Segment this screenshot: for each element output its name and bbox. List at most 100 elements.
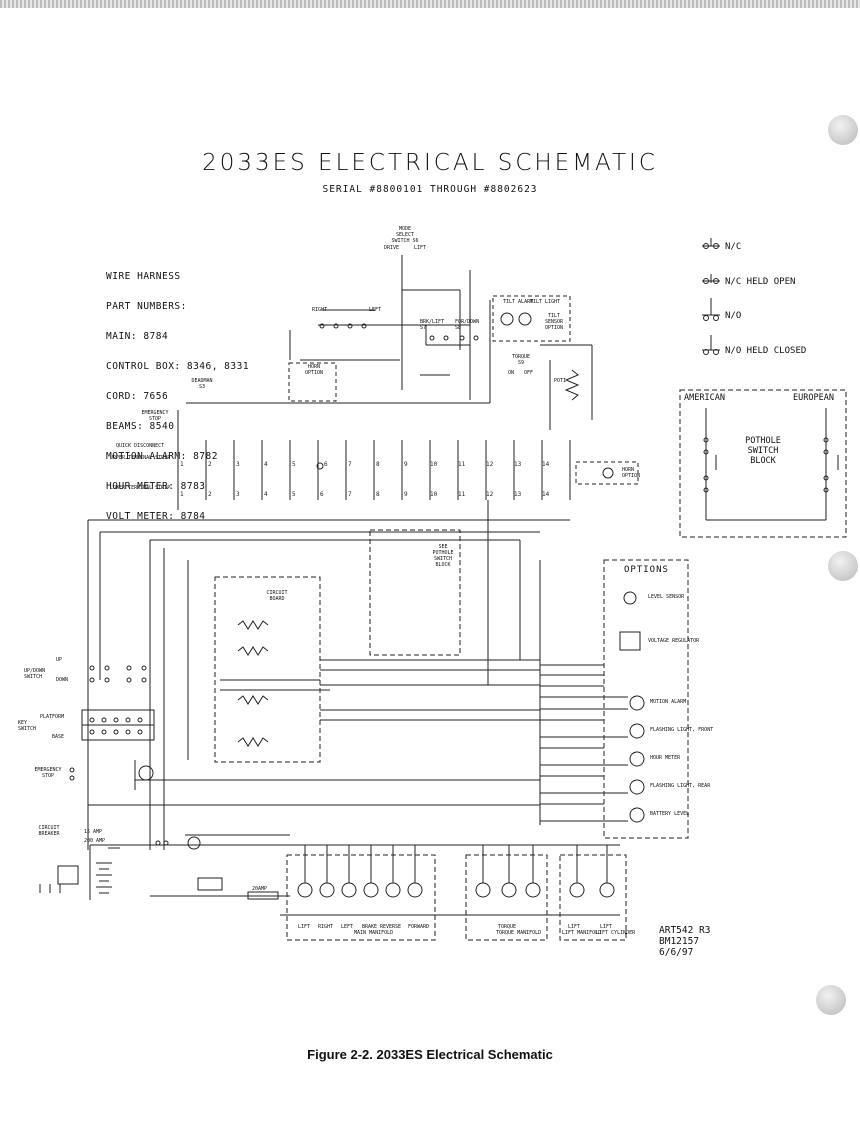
- for-down-label: FOR/DOWN S8: [455, 319, 480, 331]
- svg-text:14: 14: [542, 491, 550, 498]
- svg-text:14: 14: [542, 461, 550, 468]
- circuit-board: [214, 529, 461, 763]
- svg-text:4: 4: [264, 461, 268, 468]
- binder-hole-bottom: [816, 985, 846, 1015]
- svg-text:6: 6: [320, 491, 324, 498]
- emergency-stop-label: EMERGENCY STOP: [141, 410, 169, 422]
- solenoid-boxes: [286, 854, 627, 941]
- pothole-american-label: AMERICAN: [684, 393, 725, 403]
- svg-text:7: 7: [348, 491, 352, 498]
- svg-text:1: 1: [180, 491, 184, 498]
- svg-text:8: 8: [376, 491, 380, 498]
- svg-text:6: 6: [324, 461, 328, 468]
- option-label: LEVEL SENSOR: [648, 594, 685, 600]
- horn-option-label: HORN OPTION: [622, 467, 641, 479]
- serial-range: SERIAL #8800101 THROUGH #8802623: [322, 184, 538, 195]
- quick-disconnect-label: QUICK DISCONNECT: [116, 443, 165, 449]
- figure-caption: Figure 2-2. 2033ES Electrical Schematic: [307, 1047, 553, 1062]
- svg-text:9: 9: [404, 491, 408, 498]
- solenoid-label: TORQUE: [498, 924, 517, 930]
- pothole-internals: [703, 408, 839, 521]
- svg-text:11: 11: [458, 491, 466, 498]
- scan-edge: [0, 0, 860, 8]
- harness-line: CONTROL BOX: 8346, 8331: [106, 361, 250, 372]
- lift-label: LIFT: [414, 245, 427, 251]
- tilt-sensor-box: [492, 295, 571, 342]
- up-down-switch-label: UP/DOWN SWITCH: [24, 668, 46, 680]
- solenoid-label: REVERSE: [380, 924, 402, 930]
- base-label: BASE: [52, 734, 65, 740]
- art-ref-line: BM12157: [659, 936, 700, 947]
- pothole-block-label: POTHOLE SWITCH BLOCK: [738, 436, 788, 466]
- schematic-title: 2033ES ELECTRICAL SCHEMATIC: [202, 150, 658, 176]
- solenoid-label: BRAKE: [362, 924, 378, 930]
- horn-box: [288, 362, 639, 485]
- option-label: MOTION ALARM: [650, 699, 687, 705]
- svg-text:8: 8: [376, 461, 380, 468]
- legend-no: N/O: [725, 311, 742, 321]
- left-label: LEFT: [369, 307, 382, 313]
- legend-no-held-closed: N/O HELD CLOSED: [725, 346, 807, 356]
- svg-text:13: 13: [514, 461, 522, 468]
- lower-strip-label: LOWER TERMINAL STRIP: [110, 485, 171, 491]
- svg-text:9: 9: [404, 461, 408, 468]
- harness-line: WIRE HARNESS: [106, 271, 181, 282]
- wire-harness-list: WIRE HARNESS PART NUMBERS: MAIN: 8784 CO…: [106, 252, 249, 532]
- down-label: DOWN: [56, 677, 69, 683]
- circuit-board-parts: [220, 620, 330, 747]
- binder-hole-top: [828, 115, 858, 145]
- manifold-label: TORQUE MANIFOLD: [496, 930, 542, 936]
- svg-text:4: 4: [264, 491, 268, 498]
- svg-text:13: 13: [514, 491, 522, 498]
- brk-lift-label: BRK/LIFT S7: [420, 319, 445, 331]
- harness-line: MOTION ALARM: 8782: [106, 451, 218, 462]
- svg-text:7: 7: [348, 461, 352, 468]
- svg-text:5: 5: [292, 461, 296, 468]
- mode-select-switch: [186, 255, 491, 404]
- legend-nc: N/C: [725, 242, 742, 252]
- option-label: FLASHING LIGHT, FRONT: [650, 727, 714, 733]
- amp200-label: 200 AMP: [84, 838, 106, 844]
- pothole-label-line: POTHOLE: [745, 436, 781, 446]
- off-label: OFF: [524, 370, 534, 376]
- svg-text:1: 1: [180, 461, 184, 468]
- up-label: UP: [56, 657, 63, 663]
- key-switch-label: KEY SWITCH: [18, 720, 37, 732]
- circuit-breaker-label: CIRCUIT BREAKER: [38, 825, 60, 837]
- art-reference: ART542 R3 BM12157 6/6/97: [659, 925, 710, 958]
- solenoid-label: FORWARD: [408, 924, 430, 930]
- options-title: OPTIONS: [624, 565, 669, 575]
- right-label: RIGHT: [312, 307, 328, 313]
- binder-hole-middle: [828, 551, 858, 581]
- solenoid-label: LIFT: [568, 924, 581, 930]
- harness-line: PART NUMBERS:: [106, 301, 187, 312]
- solenoid-label: RIGHT: [318, 924, 334, 930]
- mode-switch-label: MODE SELECT SWITCH S6: [391, 226, 419, 244]
- option-label: VOLTAGE REGULATOR: [648, 638, 700, 644]
- battery-charger: [39, 845, 120, 900]
- amp15-label: 15 AMP: [84, 829, 103, 835]
- svg-text:3: 3: [236, 491, 240, 498]
- deadman-label: DEADMAN S3: [191, 378, 213, 390]
- left-switches: [69, 665, 201, 850]
- harness-line: MAIN: 8784: [106, 331, 169, 342]
- svg-text:3: 3: [236, 461, 240, 468]
- svg-text:10: 10: [430, 461, 438, 468]
- svg-text:2: 2: [208, 491, 212, 498]
- pothole-block: [679, 389, 847, 538]
- on-label: ON: [508, 370, 515, 376]
- tilt-light-label: TILT LIGHT: [530, 299, 561, 305]
- manifold-label: MAIN MANIFOLD: [354, 930, 394, 936]
- svg-text:12: 12: [486, 461, 494, 468]
- upper-strip-label: UPPER TERMINAL STRIP: [110, 455, 171, 461]
- svg-text:10: 10: [430, 491, 438, 498]
- options-devices: [540, 591, 645, 823]
- svg-text:11: 11: [458, 461, 466, 468]
- see-pothole-label: SEE POTHOLE SWITCH BLOCK: [432, 544, 454, 568]
- torque-label: TORQUE S9: [511, 354, 531, 366]
- harness-line: CORD: 7656: [106, 391, 169, 402]
- pothole-label-line: SWITCH: [747, 446, 779, 456]
- horn-label: HORN OPTION: [304, 364, 324, 376]
- svg-text:5: 5: [292, 491, 296, 498]
